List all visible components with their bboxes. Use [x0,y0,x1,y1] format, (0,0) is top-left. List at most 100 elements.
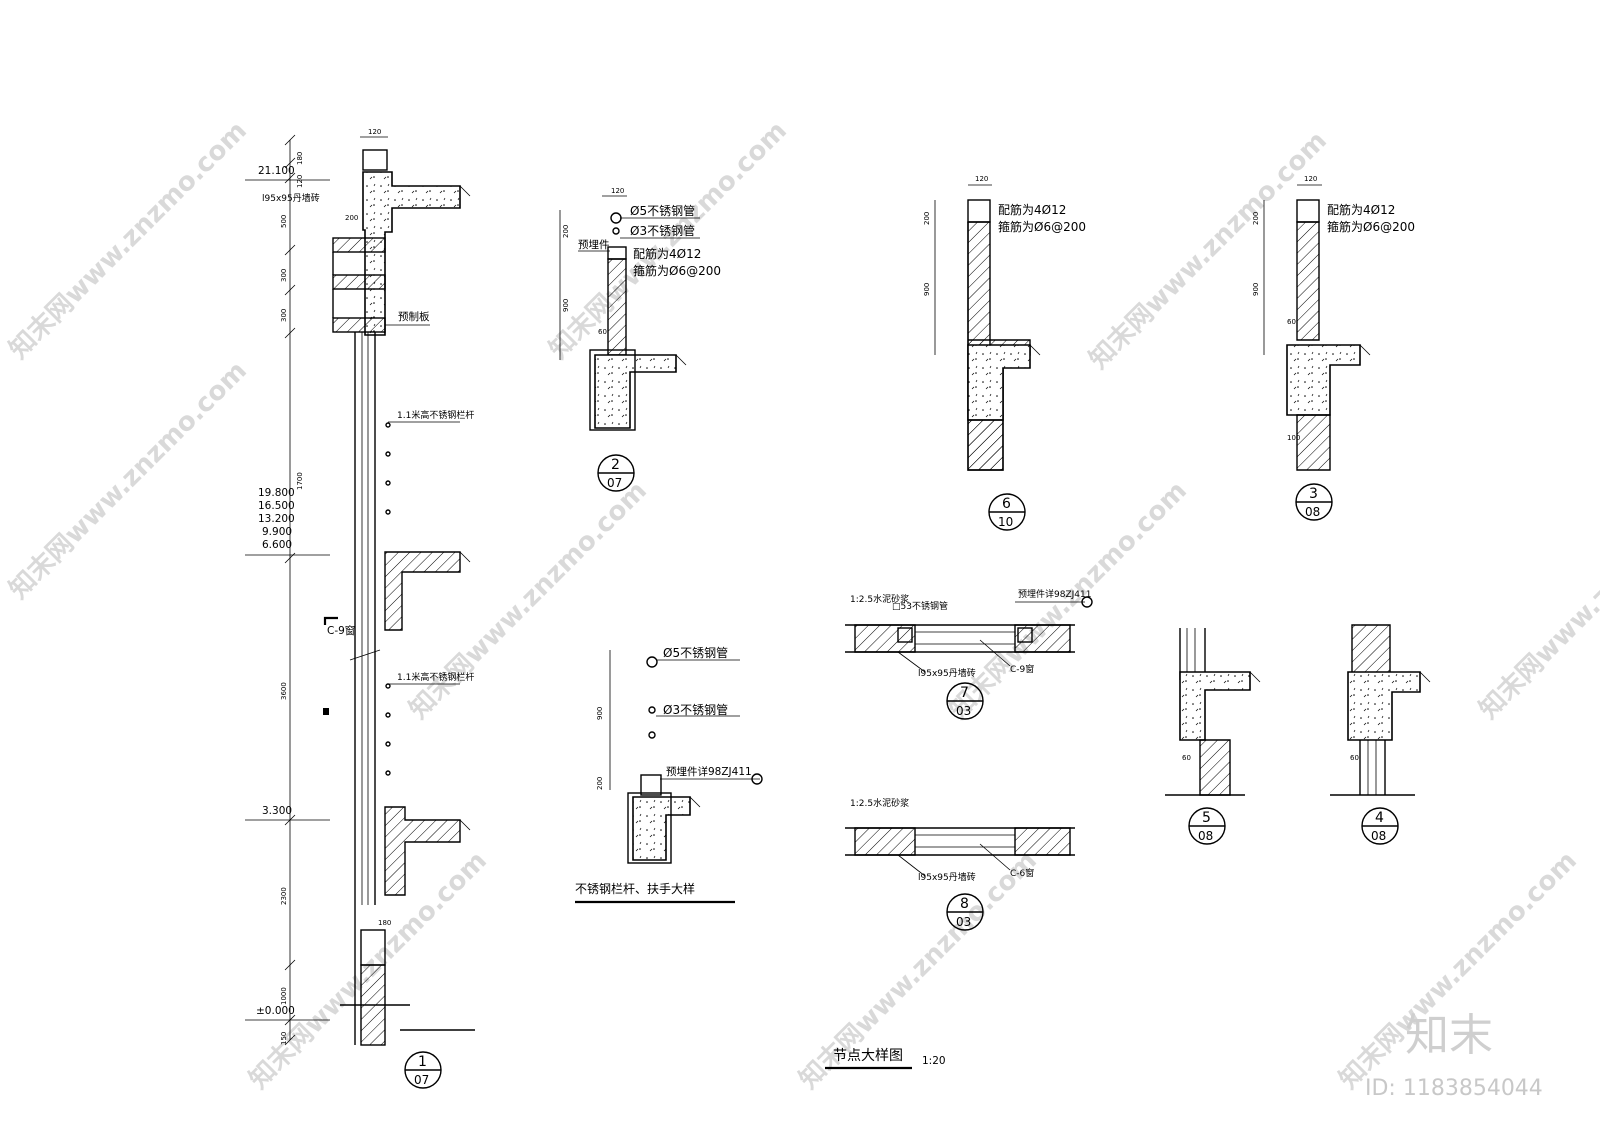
pipe-label: □53不锈钢管 [892,600,948,612]
callout-sheet: 10 [998,515,1013,529]
dim-text: 120 [296,175,304,188]
rebar-label: 配筋为4Ø12 [998,202,1066,217]
elevation-stack-item: 19.800 [258,487,295,499]
ledge-dim: 200 [345,214,358,222]
callout-number: 2 [611,457,620,473]
stirrup-label: 箍筋为Ø6@200 [633,263,721,278]
elevation-base: ±0.000 [256,1005,295,1017]
detail-5: 60 5 08 [1165,628,1261,845]
window-label: C-9窗 [327,624,355,637]
elevation-stack-item: 13.200 [258,513,295,525]
dim-text: 200 [1252,212,1260,225]
dim-text: 200 [562,225,570,238]
pipe3-label: Ø3不锈钢管 [630,223,695,238]
dim-text: 300 [280,309,288,322]
watermark-diagonal: 知末网www.znzmo.com [1474,476,1600,725]
detail-8-window-plan: 1:2.5水泥砂浆 l95x95丹墙砖 C-6窗 8 03 [845,797,1075,931]
callout-number: 1 [418,1054,427,1070]
elevation-mid: 3.300 [262,805,292,817]
callout-sheet: 03 [956,704,971,718]
railing-label: 1.1米高不锈钢栏杆 [397,409,474,421]
dim-text: 900 [562,299,570,312]
sheet-title-block: 节点大样图 1:20 [825,1048,946,1070]
mortar-label: 1:2.5水泥砂浆 [850,593,909,605]
brand-watermark: 知末 [1405,1010,1493,1061]
dim-text: 180 [296,152,304,165]
width-dim: 120 [1304,175,1317,183]
elevation-stack-item: 16.500 [258,500,295,512]
width-dim: 120 [611,187,624,195]
rebar-label: 配筋为4Ø12 [633,246,701,261]
handrail-title: 不锈钢栏杆、扶手大样 [575,881,695,896]
window-label: C-9窗 [1010,663,1034,675]
dim-text: 1700 [296,472,304,490]
dim-text: 900 [1252,283,1260,296]
callout-sheet: 08 [1198,829,1213,843]
watermark-diagonal: 知末网www.znzmo.com [944,476,1193,725]
frame-label: l95x95丹墙砖 [262,192,320,204]
railing-label: 1.1米高不锈钢栏杆 [397,671,474,683]
detail-1-wall-section: 180 120 500 300 300 1700 3600 2300 1000 … [245,128,475,1089]
callout-number: 7 [960,685,969,701]
dim-text: 60 [1350,754,1359,762]
window-label: C-6窗 [1010,867,1034,879]
dim-text: 2300 [280,887,288,905]
dim-text: 900 [596,707,604,720]
frame-label: l95x95丹墙砖 [918,871,976,883]
pipe5-label: Ø5不锈钢管 [630,203,695,218]
elevation-stack-item: 6.600 [262,539,292,551]
detail-7-window-plan: 1:2.5水泥砂浆 □53不锈钢管 预埋件详98ZJ411 l95x95丹墙砖 … [845,588,1093,720]
callout-number: 6 [1002,496,1011,512]
pipe5-label: Ø5不锈钢管 [663,645,728,660]
embed-label: 预埋件详98ZJ411 [1018,588,1091,600]
embed-label: 预埋件 [578,239,610,251]
watermark-diagonal: 知末网www.znzmo.com [404,476,653,725]
pipe3-label: Ø3不锈钢管 [663,702,728,717]
offset-dim: 60 [598,328,607,336]
callout-number: 4 [1375,810,1384,826]
frame-label: l95x95丹墙砖 [918,667,976,679]
dim-text: 300 [280,269,288,282]
callout-sheet: 07 [414,1073,429,1087]
id-watermark: ID: 1183854044 [1365,1076,1543,1101]
sheet-title: 节点大样图 [833,1048,903,1064]
dim-text: 500 [280,215,288,228]
watermark-diagonal: 知末网www.znzmo.com [1084,126,1333,375]
sheet-scale: 1:20 [922,1055,946,1067]
detail-3: 120 200 900 60 100 配筋为4Ø12 箍筋为Ø6@200 3 0… [1252,175,1415,521]
dim-text: 200 [596,777,604,790]
callout-number: 3 [1309,486,1318,502]
callout-sheet: 03 [956,915,971,929]
watermark-diagonal: 知末网www.znzmo.com [4,356,253,605]
top-width-dim: 120 [368,128,381,136]
dim-text: 3600 [280,682,288,700]
stirrup-label: 箍筋为Ø6@200 [998,219,1086,234]
watermark-diagonal: 知末网www.znzmo.com [794,846,1043,1095]
watermark-diagonal: 知末网www.znzmo.com [4,116,253,365]
callout-sheet: 08 [1371,829,1386,843]
mortar-label: 1:2.5水泥砂浆 [850,797,909,809]
detail-4: 60 4 08 [1330,624,1431,845]
dim-text: 900 [923,283,931,296]
rebar-label: 配筋为4Ø12 [1327,202,1395,217]
stirrup-label: 箍筋为Ø6@200 [1327,219,1415,234]
elevation-stack-item: 9.900 [262,526,292,538]
callout-number: 8 [960,896,969,912]
embed-label: 预埋件详98ZJ411 [666,765,752,778]
callout-number: 5 [1202,810,1211,826]
watermark-layer: 知末网www.znzmo.com 知末网www.znzmo.com 知末网www… [4,116,1600,1101]
handrail-detail: 900 200 Ø5不锈钢管 Ø3不锈钢管 预埋件详98ZJ411 不锈钢栏杆、… [575,645,763,904]
dim-text: 150 [280,1032,288,1045]
callout-sheet: 07 [607,476,622,490]
dim-text: 60 [1287,318,1296,326]
dim-text: 60 [1182,754,1191,762]
dim-text: 100 [1287,434,1300,442]
slab-label: 预制板 [398,310,430,323]
detail-2-parapet: 120 200 900 Ø5不锈钢管 Ø3不锈钢管 预埋件 配筋为4Ø12 箍筋… [559,187,721,492]
detail-6: 120 200 900 配筋为4Ø12 箍筋为Ø6@200 6 10 [923,175,1086,531]
callout-sheet: 08 [1305,505,1320,519]
elevation-top: 21.100 [258,165,295,177]
dim-text: 200 [923,212,931,225]
width-dim: 120 [975,175,988,183]
